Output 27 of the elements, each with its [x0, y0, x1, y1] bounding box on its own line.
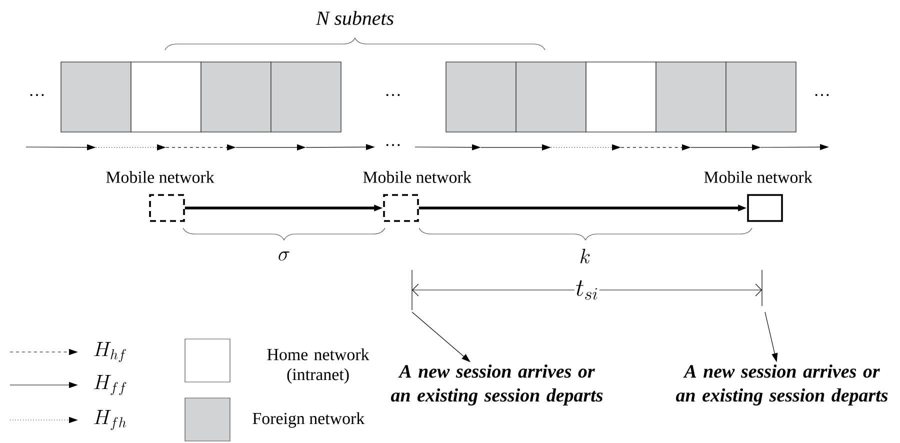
subnet-box	[130, 62, 202, 132]
event-note: A new session arrives or an existing session departs	[676, 364, 888, 406]
subnet-box	[656, 62, 726, 132]
ellipsis: …	[30, 94, 44, 96]
event-note: A new session arrives or an existing session departs	[391, 364, 603, 406]
brace-label: $k$	[580, 248, 590, 264]
network-label: Mobile network	[704, 171, 812, 183]
subnet-box	[270, 62, 342, 132]
ellipsis: …	[815, 94, 829, 96]
subnet-box	[446, 62, 516, 132]
subnet-box	[726, 62, 796, 132]
subnet-box	[200, 62, 272, 132]
brace-label: $\sigma$	[278, 252, 290, 261]
legend-text: Foreign network	[252, 412, 365, 428]
ellipsis: …	[386, 94, 400, 96]
network-label: Mobile network	[106, 171, 214, 183]
legend-text: Home network (intranet)	[267, 348, 370, 384]
subnet-box	[586, 62, 656, 132]
brace-label: N subnets	[316, 10, 394, 26]
legend-text: $H_{fh}$	[94, 410, 126, 430]
dimension-label: $t_{si}$	[574, 280, 600, 300]
subnet-box	[516, 62, 586, 132]
subnet-box	[60, 62, 132, 132]
ellipsis: …	[386, 144, 400, 146]
network-label: Mobile network	[363, 171, 472, 183]
legend-text: $H_{ff}$	[94, 375, 126, 396]
legend-text: $H_{hf}$	[94, 342, 126, 362]
